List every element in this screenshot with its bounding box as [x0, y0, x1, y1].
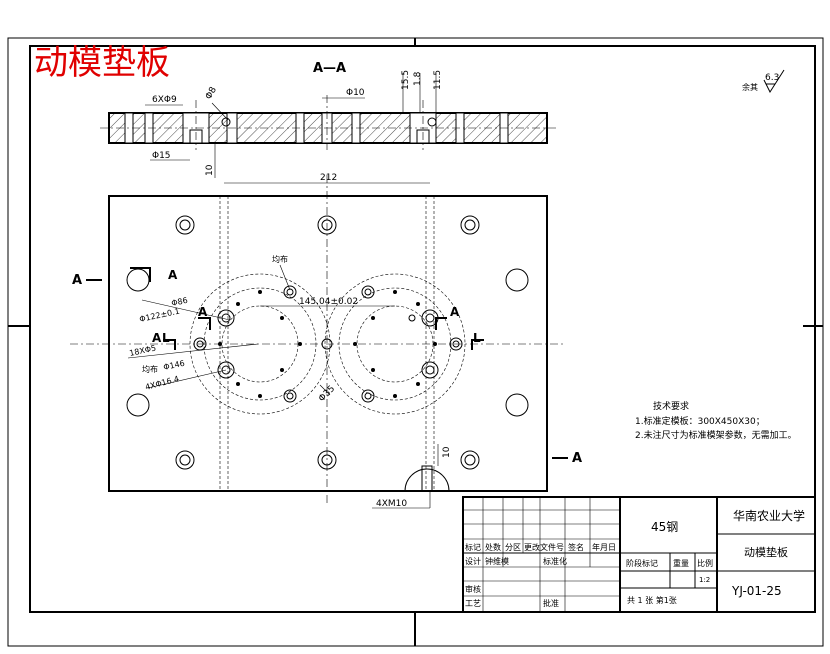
dim-phi146: Φ146 [163, 359, 186, 372]
svg-text:更改文件号: 更改文件号 [524, 542, 564, 552]
drawing-title: 动模垫板 [34, 43, 170, 83]
svg-text:批准: 批准 [543, 598, 559, 608]
svg-text:阶段标记: 阶段标记 [626, 558, 658, 568]
dim-145: 145.04±0.02 [299, 297, 358, 307]
part-name: 动模垫板 [744, 545, 788, 559]
svg-text:分区: 分区 [505, 543, 521, 552]
svg-text:标记: 标记 [465, 542, 481, 552]
plan-view [70, 175, 565, 505]
dim-6x9: 6XΦ9 [152, 95, 177, 105]
title-block-text: 45钢 华南农业大学 动模垫板 YJ-01-25 1:2 共 1 张 第1张 阶… [465, 508, 805, 608]
technical-requirements: 技术要求 1.标准定模板：300X450X30； 2.未注尺寸为标准模架参数，无… [635, 400, 797, 441]
drawing-number: YJ-01-25 [731, 584, 782, 598]
title-block [462, 496, 816, 613]
svg-text:比例: 比例 [697, 558, 713, 568]
dim-phi35: Φ35 [317, 384, 337, 404]
svg-text:审核: 审核 [465, 584, 481, 594]
svg-text:处数: 处数 [485, 542, 501, 552]
dim-phi86: Φ86 [171, 296, 189, 308]
tech-line1: 1.标准定模板：300X450X30； [635, 415, 765, 427]
cut-a-right: A [572, 451, 582, 466]
svg-text:工艺: 工艺 [465, 599, 481, 608]
roughness-value: 6.3 [765, 73, 779, 83]
roughness-prefix: 余其 [742, 82, 758, 92]
svg-text:钟维模: 钟维模 [485, 556, 509, 566]
note-left: 均布 [142, 364, 158, 374]
svg-text:年月日: 年月日 [592, 542, 616, 552]
svg-text:A: A [152, 331, 162, 345]
dim-15-5: 15.5 [401, 70, 411, 90]
section-label: A—A [313, 61, 346, 76]
dim-4xphi16: 4XΦ16.4 [144, 374, 180, 392]
inner-frame [29, 45, 816, 613]
scale: 1:2 [699, 576, 710, 584]
dim-phi8: Φ8 [204, 85, 219, 101]
dim-10-section: 10 [205, 164, 215, 176]
svg-text:设计: 设计 [465, 556, 481, 566]
svg-text:L: L [162, 331, 170, 345]
note-top: 均布 [272, 254, 288, 264]
dim-phi15: Φ15 [152, 151, 171, 161]
dim-10-plate: 10 [442, 446, 452, 458]
dim-212: 212 [320, 173, 337, 183]
dim-4xm10: 4XM10 [376, 499, 407, 509]
section-view [100, 95, 556, 150]
tech-heading: 技术要求 [653, 400, 689, 412]
dim-11-5: 11.5 [433, 70, 443, 90]
cut-a-left: A [72, 273, 82, 288]
sheet-count: 共 1 张 第1张 [627, 595, 677, 605]
dim-phi10: Φ10 [346, 88, 365, 98]
dim-phi122: Φ122±0.1 [139, 307, 181, 324]
dim-1-8: 1.8 [413, 71, 423, 86]
svg-text:标准化: 标准化 [543, 556, 567, 566]
svg-text:A: A [198, 305, 208, 319]
dim-18xphi5: 18XΦ5 [129, 344, 157, 358]
svg-text:L: L [473, 331, 481, 345]
svg-text:A: A [168, 268, 178, 282]
svg-text:重量: 重量 [673, 558, 689, 568]
material: 45钢 [651, 520, 678, 534]
tech-line2: 2.未注尺寸为标准模架参数，无需加工。 [635, 429, 797, 441]
svg-text:签名: 签名 [568, 542, 584, 552]
svg-text:A: A [450, 305, 460, 319]
school-name: 华南农业大学 [733, 508, 805, 523]
